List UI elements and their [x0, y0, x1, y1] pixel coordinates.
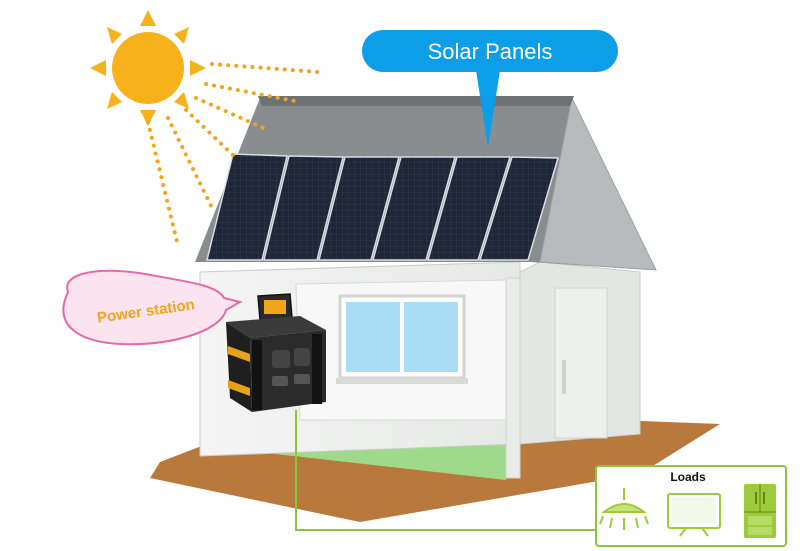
refrigerator-icon [744, 484, 776, 538]
solar-panel-icon [372, 156, 456, 261]
solar-panel-icon [318, 156, 400, 261]
window-pane-right [404, 302, 458, 372]
solar-panel-icon [263, 155, 344, 261]
roof-ridge [258, 96, 574, 106]
power-station-icon [226, 293, 326, 412]
power-wire [295, 410, 598, 531]
window-sill [336, 378, 468, 384]
roof-gable-edge [539, 96, 657, 271]
loads-label: Loads [670, 470, 706, 484]
door-handle [562, 360, 566, 394]
solar-panel-icon [206, 153, 288, 261]
solar-panels-label: Solar Panels [428, 39, 553, 64]
sun-rays [146, 62, 320, 248]
sun-icon [90, 10, 206, 126]
solar-panels-callout: Solar Panels [362, 30, 618, 148]
tv-monitor-icon [667, 493, 721, 537]
window-pane-left [346, 302, 400, 372]
solar-panel-icon [478, 156, 559, 261]
loads-panel: Loads [595, 465, 787, 547]
power-station-callout: Power station [62, 269, 243, 346]
solar-panel-icon [427, 156, 512, 261]
solar-panel-array [206, 153, 559, 261]
ceiling-lamp-icon [599, 488, 649, 530]
porch-pillar [505, 277, 521, 479]
